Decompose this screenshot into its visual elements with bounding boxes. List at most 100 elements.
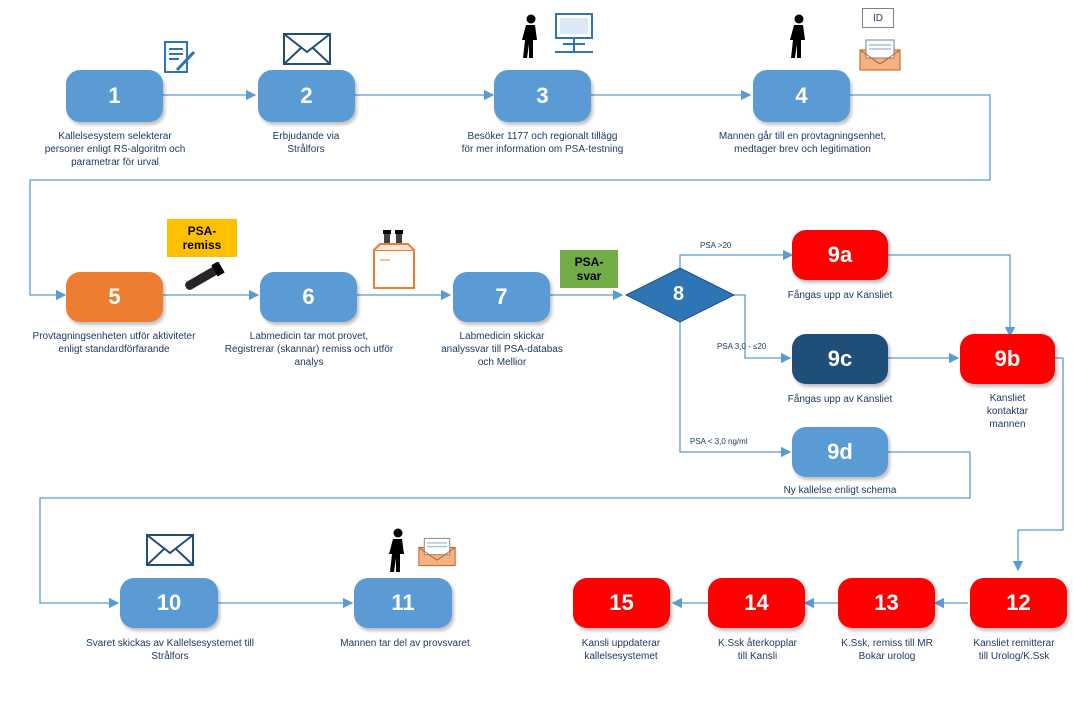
step-9d-label: 9d [827,439,853,464]
step-5-caption: Provtagningsenheten utför aktiviteter en… [4,330,224,356]
arrow-8-9a [679,249,794,270]
step-2-caption: Erbjudande via Strålfors [236,130,376,156]
open-letter-icon [859,39,901,71]
caption-line: enligt standardförfarande [58,344,170,355]
person-walking-icon [522,14,537,58]
decision-diamond-8 [624,267,736,323]
step-5-label: 5 [108,284,121,309]
caption-line: Provtagningsenheten utför aktiviteter [32,331,196,342]
branch-label-lt3: PSA < 3,0 ng/ml [690,437,748,446]
step-5: 5 [66,272,163,322]
caption-line: till Kansli [737,651,778,662]
step-1-caption: Kallelsesystem selekterar personer enlig… [20,130,210,169]
step-8-label: 8 [673,283,685,305]
step-1: 1 [66,70,163,122]
step-12-label: 12 [1006,590,1031,615]
caption-line: personer enligt RS-algoritm och [44,144,186,155]
step-6: 6 [260,272,357,322]
arrow-9d-10 [39,451,971,609]
step-14-label: 14 [744,590,769,615]
caption-line: parametrar för urval [71,157,159,168]
caption-line: till Urolog/K.Ssk [978,651,1050,662]
envelope-icon [146,534,194,566]
step-4-label: 4 [795,83,808,108]
caption-line: Kallelsesystem selekterar [58,131,172,142]
caption-line: Kansli uppdaterar [581,638,661,649]
open-letter-icon [418,537,456,567]
step-11-label: 11 [391,590,415,615]
step-9b-label: 9b [994,346,1021,371]
caption-line: analys [294,357,324,368]
caption-line: Besöker 1177 och regionalt tillägg [467,131,618,142]
step-6-caption: Labmedicin tar mot provet, Registrerar (… [200,330,418,369]
step-2-label: 2 [300,83,313,108]
caption-line: Svaret skickas av Kallelsesystemet till [86,638,254,649]
test-tube-icon [185,262,225,290]
caption-line: analyssvar till PSA-databas [441,344,563,355]
step-12: 12 [970,578,1067,628]
psa-svar-line: PSA- [574,255,604,269]
caption-line: för mer information om PSA-testning [461,144,624,155]
caption-line: Fångas upp av Kansliet [787,290,893,301]
caption-line: medtager brev och legitimation [734,144,871,155]
lab-analyzer-icon [373,230,415,289]
step-12-caption: Kansliet remitterar till Urolog/K.Ssk [958,637,1070,663]
arrow-8-9d [679,320,792,458]
step-11-caption: Mannen tar del av provsvaret [320,637,490,650]
step-10-caption: Svaret skickas av Kallelsesystemet till … [60,637,280,663]
step-6-label: 6 [302,284,315,309]
step-13-caption: K.Ssk, remiss till MR Bokar urolog [826,637,948,663]
step-7-label: 7 [495,284,508,309]
branch-label-gt20: PSA >20 [700,241,732,250]
step-3: 3 [494,70,591,122]
step-3-label: 3 [536,83,549,108]
step-11: 11 [354,578,452,628]
step-7: 7 [453,272,550,322]
step-4-caption: Mannen går till en provtagningsenhet, me… [690,130,915,156]
step-4: 4 [753,70,850,122]
step-9a: 9a [792,230,888,280]
caption-line: Strålfors [287,144,325,155]
step-9b: 9b [960,334,1055,384]
step-9d: 9d [792,427,888,477]
caption-line: Fångas upp av Kansliet [787,394,893,405]
document-pen-icon [164,41,196,73]
caption-line: kontaktar [986,406,1029,417]
step-1-label: 1 [108,83,121,108]
caption-line: Mannen går till en provtagningsenhet, [718,131,887,142]
step-13-label: 13 [874,590,899,615]
step-2: 2 [258,70,355,122]
caption-line: kallelsesystemet [584,651,658,662]
step-14: 14 [708,578,805,628]
caption-line: Kansliet [989,393,1026,404]
step-9c-label: 9c [827,346,853,371]
step-9b-caption: Kansliet kontaktar mannen [960,392,1055,431]
psa-svar-line: svar [576,269,602,283]
caption-line: Bokar urolog [858,651,916,662]
id-card-icon: ID [862,8,894,28]
step-9c-caption: Fångas upp av Kansliet [770,393,910,406]
step-15-label: 15 [609,590,634,615]
caption-line: mannen [989,419,1026,430]
arrow-9b-12 [1012,357,1064,572]
arrow-9a-9b [888,254,1016,338]
person-walking-icon [389,528,404,572]
psa-remiss-line: PSA- [187,224,217,238]
step-7-caption: Labmedicin skickar analyssvar till PSA-d… [424,330,580,369]
caption-line: Strålfors [151,651,189,662]
psa-remiss-line: remiss [182,238,222,252]
caption-line: K.Ssk, remiss till MR [841,638,933,649]
person-walking-icon [790,14,805,58]
caption-line: Registrerar (skannar) remiss och utför [224,344,394,355]
caption-line: och Mellior [477,357,527,368]
step-15: 15 [573,578,670,628]
step-10-label: 10 [156,590,182,615]
step-3-caption: Besöker 1177 och regionalt tillägg för m… [430,130,655,156]
envelope-icon [283,33,331,65]
step-10: 10 [120,578,218,628]
branch-label-mid: PSA 3,0 - ≤20 [717,342,767,351]
caption-line: Erbjudande via [272,131,340,142]
step-13: 13 [838,578,935,628]
step-9a-caption: Fångas upp av Kansliet [770,289,910,302]
